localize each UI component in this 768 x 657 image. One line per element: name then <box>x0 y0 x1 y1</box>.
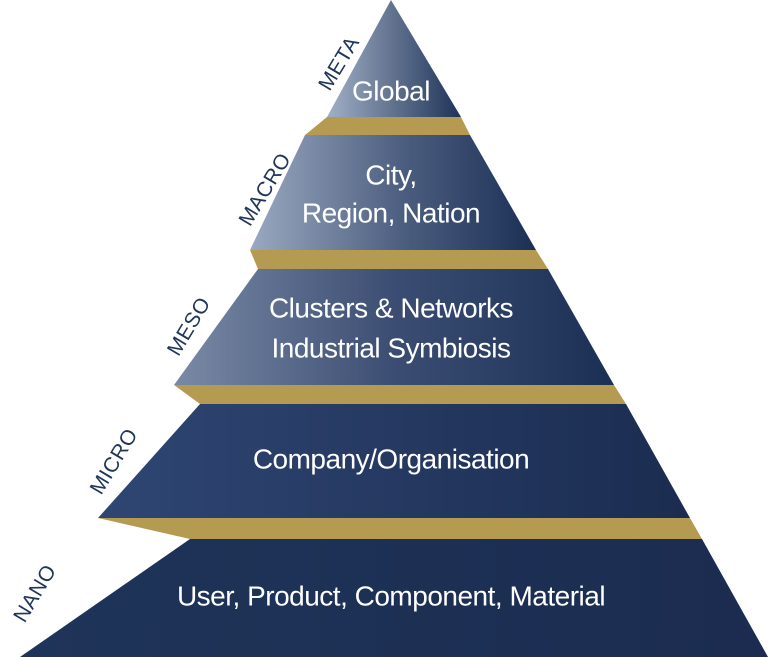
tier-macro-shape <box>250 135 536 250</box>
tier-meta-text: Global <box>352 75 430 106</box>
tier-micro-text: Company/Organisation <box>253 443 529 474</box>
tier-meso-text-line2: Industrial Symbiosis <box>272 332 511 363</box>
gold-band-meso-micro <box>174 385 626 404</box>
tier-meta-shape <box>327 0 461 117</box>
tier-meso-shape <box>174 269 614 385</box>
tier-nano-text: User, Product, Component, Material <box>177 580 605 611</box>
tier-nano-shape <box>20 539 768 657</box>
tier-macro-text-line2: Region, Nation <box>302 197 480 228</box>
tier-meso-text-line1: Clusters & Networks <box>269 292 513 323</box>
gold-band-meta-macro <box>305 117 470 135</box>
gold-band-macro-meso <box>250 250 548 269</box>
gold-band-micro-nano <box>98 518 702 539</box>
tier-micro-shape <box>98 404 690 518</box>
level-label-nano: NANO <box>9 561 61 627</box>
tier-macro-text-line1: City, <box>365 159 416 190</box>
